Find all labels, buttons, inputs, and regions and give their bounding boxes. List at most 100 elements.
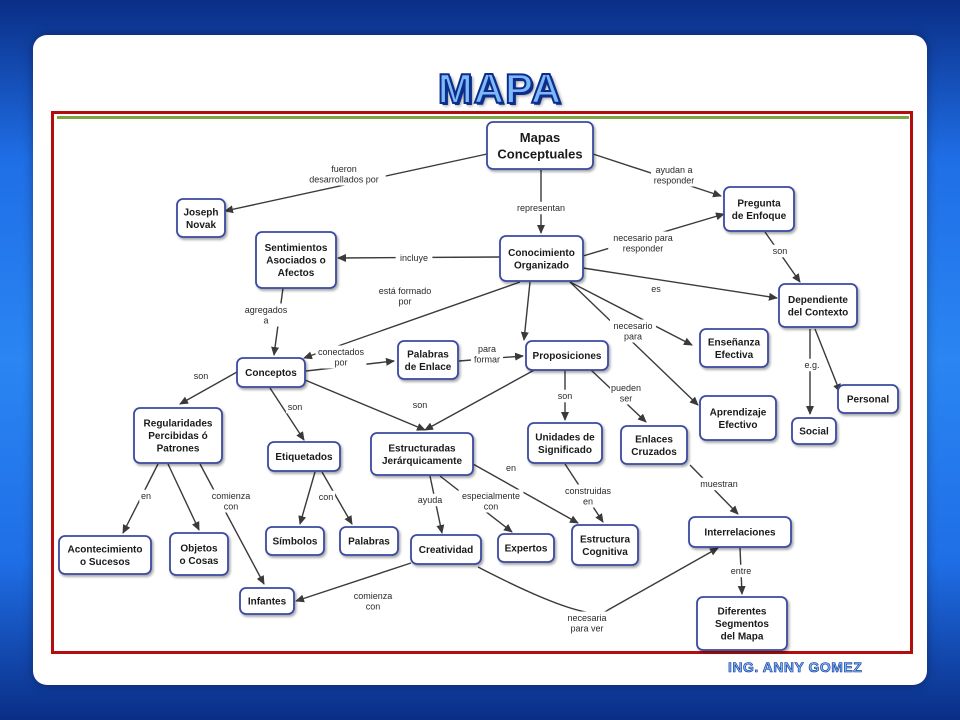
- link-text: entre: [731, 566, 752, 576]
- node-text: Palabras: [407, 349, 449, 360]
- connector-27: [321, 471, 353, 525]
- link-text: ser: [620, 393, 633, 403]
- node-text: Acontecimiento: [67, 544, 142, 555]
- link-label-son-estr: son: [410, 398, 430, 412]
- node-text: de Enfoque: [732, 211, 787, 222]
- node-text: Conocimiento: [508, 248, 575, 259]
- connector-16: [814, 328, 841, 393]
- node-text: Objetos: [180, 543, 218, 554]
- node-text: Novak: [186, 220, 216, 231]
- link-text: ayuda: [418, 495, 443, 505]
- link-text: con: [319, 492, 334, 502]
- link-label-ayuda: ayuda: [416, 493, 444, 507]
- node-text: Sentimientos: [265, 243, 328, 254]
- connector-17: [179, 371, 238, 405]
- link-text: para: [624, 331, 642, 341]
- node-proposiciones: Proposiciones: [525, 340, 609, 371]
- link-text: conectados: [318, 347, 365, 357]
- connector-11: [569, 281, 699, 406]
- node-conceptos: Conceptos: [236, 357, 306, 388]
- connector-12: [569, 281, 693, 346]
- link-text: comienza: [354, 591, 393, 601]
- link-text: son: [558, 391, 573, 401]
- link-text: con: [366, 601, 381, 611]
- node-text: Interrelaciones: [704, 528, 776, 539]
- link-label-son-unid: son: [555, 389, 575, 403]
- node-creatividad: Creatividad: [410, 534, 482, 565]
- node-text: Aprendizaje: [710, 407, 767, 418]
- link-text: son: [773, 246, 788, 256]
- node-palabras: Palabras: [339, 526, 399, 556]
- connector-lines: [122, 153, 841, 614]
- link-text: agregados: [245, 305, 288, 315]
- node-text: Cruzados: [631, 447, 677, 458]
- link-text: con: [224, 501, 239, 511]
- node-text: Enseñanza: [708, 337, 761, 348]
- node-text: Social: [799, 427, 829, 438]
- node-text: Jerárquicamente: [382, 456, 462, 467]
- link-text: para ver: [570, 623, 603, 633]
- node-text: o Cosas: [180, 556, 219, 567]
- link-label-en-estr: en: [504, 461, 518, 475]
- connector-35: [477, 547, 719, 614]
- link-label-muestran: muestran: [698, 477, 740, 491]
- node-text: Personal: [847, 395, 889, 406]
- link-text: con: [484, 501, 499, 511]
- link-text: representan: [517, 203, 565, 213]
- node-text: Estructuradas: [388, 443, 456, 454]
- node-text: Significado: [538, 445, 592, 456]
- node-text: Palabras: [348, 537, 390, 548]
- node-text: Percibidas ó: [148, 431, 207, 442]
- frame-top-accent: [57, 116, 909, 119]
- node-text: Regularidades: [144, 419, 213, 430]
- link-text: responder: [654, 175, 695, 185]
- node-text: Infantes: [248, 597, 287, 608]
- link-text: en: [583, 496, 593, 506]
- connector-34: [295, 562, 412, 603]
- connector-25: [199, 463, 265, 585]
- node-text: Símbolos: [272, 537, 317, 548]
- link-text: son: [194, 371, 209, 381]
- node-text: Cognitiva: [582, 547, 628, 558]
- link-text: está formado: [379, 286, 432, 296]
- link-text: en: [141, 491, 151, 501]
- connector-7: [582, 267, 778, 301]
- link-text: necesario para: [613, 233, 673, 243]
- link-label-en-reg: en: [139, 489, 153, 503]
- link-text: son: [413, 400, 428, 410]
- node-text: Efectiva: [715, 350, 754, 361]
- node-text: Estructura: [580, 534, 630, 545]
- node-expertos: Expertos: [497, 533, 555, 563]
- node-text: Enlaces: [635, 434, 673, 445]
- link-text: formar: [474, 354, 500, 364]
- node-etiquetados: Etiquetados: [267, 441, 341, 472]
- node-text: Organizado: [514, 260, 569, 271]
- link-text: a: [263, 315, 268, 325]
- link-text: especialmente: [462, 491, 520, 501]
- link-text: por: [334, 357, 347, 367]
- node-text: Asociados o: [266, 256, 325, 267]
- link-text: pueden: [611, 383, 641, 393]
- link-text: desarrollados por: [309, 174, 379, 184]
- link-text: por: [398, 296, 411, 306]
- link-text: para: [478, 344, 496, 354]
- link-label-entre: entre: [727, 564, 755, 578]
